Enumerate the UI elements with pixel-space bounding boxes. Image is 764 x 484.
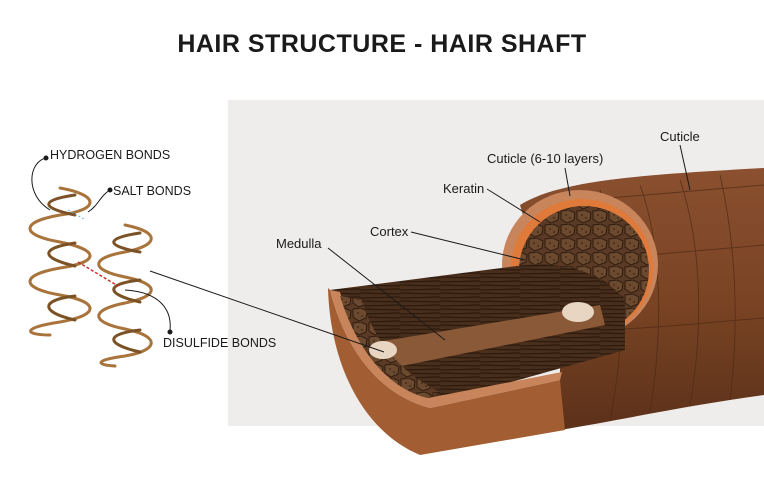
medulla-label: Medulla <box>276 236 322 251</box>
hydrogen-bonds-label: HYDROGEN BONDS <box>50 148 171 162</box>
leader-lines <box>31 144 691 353</box>
shaft-front-wall <box>328 288 565 455</box>
salt-bonds-label: SALT BONDS <box>113 184 192 198</box>
cuticle-layers-label: Cuticle (6-10 layers) <box>487 151 604 166</box>
keratin-label: Keratin <box>443 181 485 196</box>
cortex-leader <box>410 231 526 261</box>
shaft-front-rim <box>330 290 562 408</box>
helix-left <box>28 186 92 337</box>
cuticle-layers-leader <box>564 167 571 197</box>
helix-to-shaft-leader <box>149 270 385 353</box>
salt-leader <box>87 189 111 213</box>
medulla-left-end <box>369 341 397 359</box>
hydrogen-bond-line <box>67 209 85 220</box>
cortex-label: Cortex <box>370 224 409 239</box>
cuticle-label: Cuticle <box>660 129 700 144</box>
hydrogen-leader <box>31 157 51 211</box>
helix-left-back <box>47 193 77 322</box>
helix-right-back <box>112 231 142 354</box>
disulfide-leader <box>124 289 171 331</box>
page-title: HAIR STRUCTURE - HAIR SHAFT <box>177 30 587 58</box>
medulla-band <box>360 305 605 372</box>
keratin-leader <box>486 188 541 223</box>
hair-shaft <box>328 168 764 455</box>
shaft-left-cells <box>340 296 440 398</box>
medulla-leader <box>327 247 446 341</box>
disulfide-bonds-label: DISULFIDE BONDS <box>163 336 277 350</box>
disulfide-bond-line <box>77 261 119 287</box>
bond-helices <box>28 186 153 368</box>
cuticle-leader <box>679 144 691 191</box>
helix-right <box>97 223 153 368</box>
medulla-end <box>562 302 594 322</box>
